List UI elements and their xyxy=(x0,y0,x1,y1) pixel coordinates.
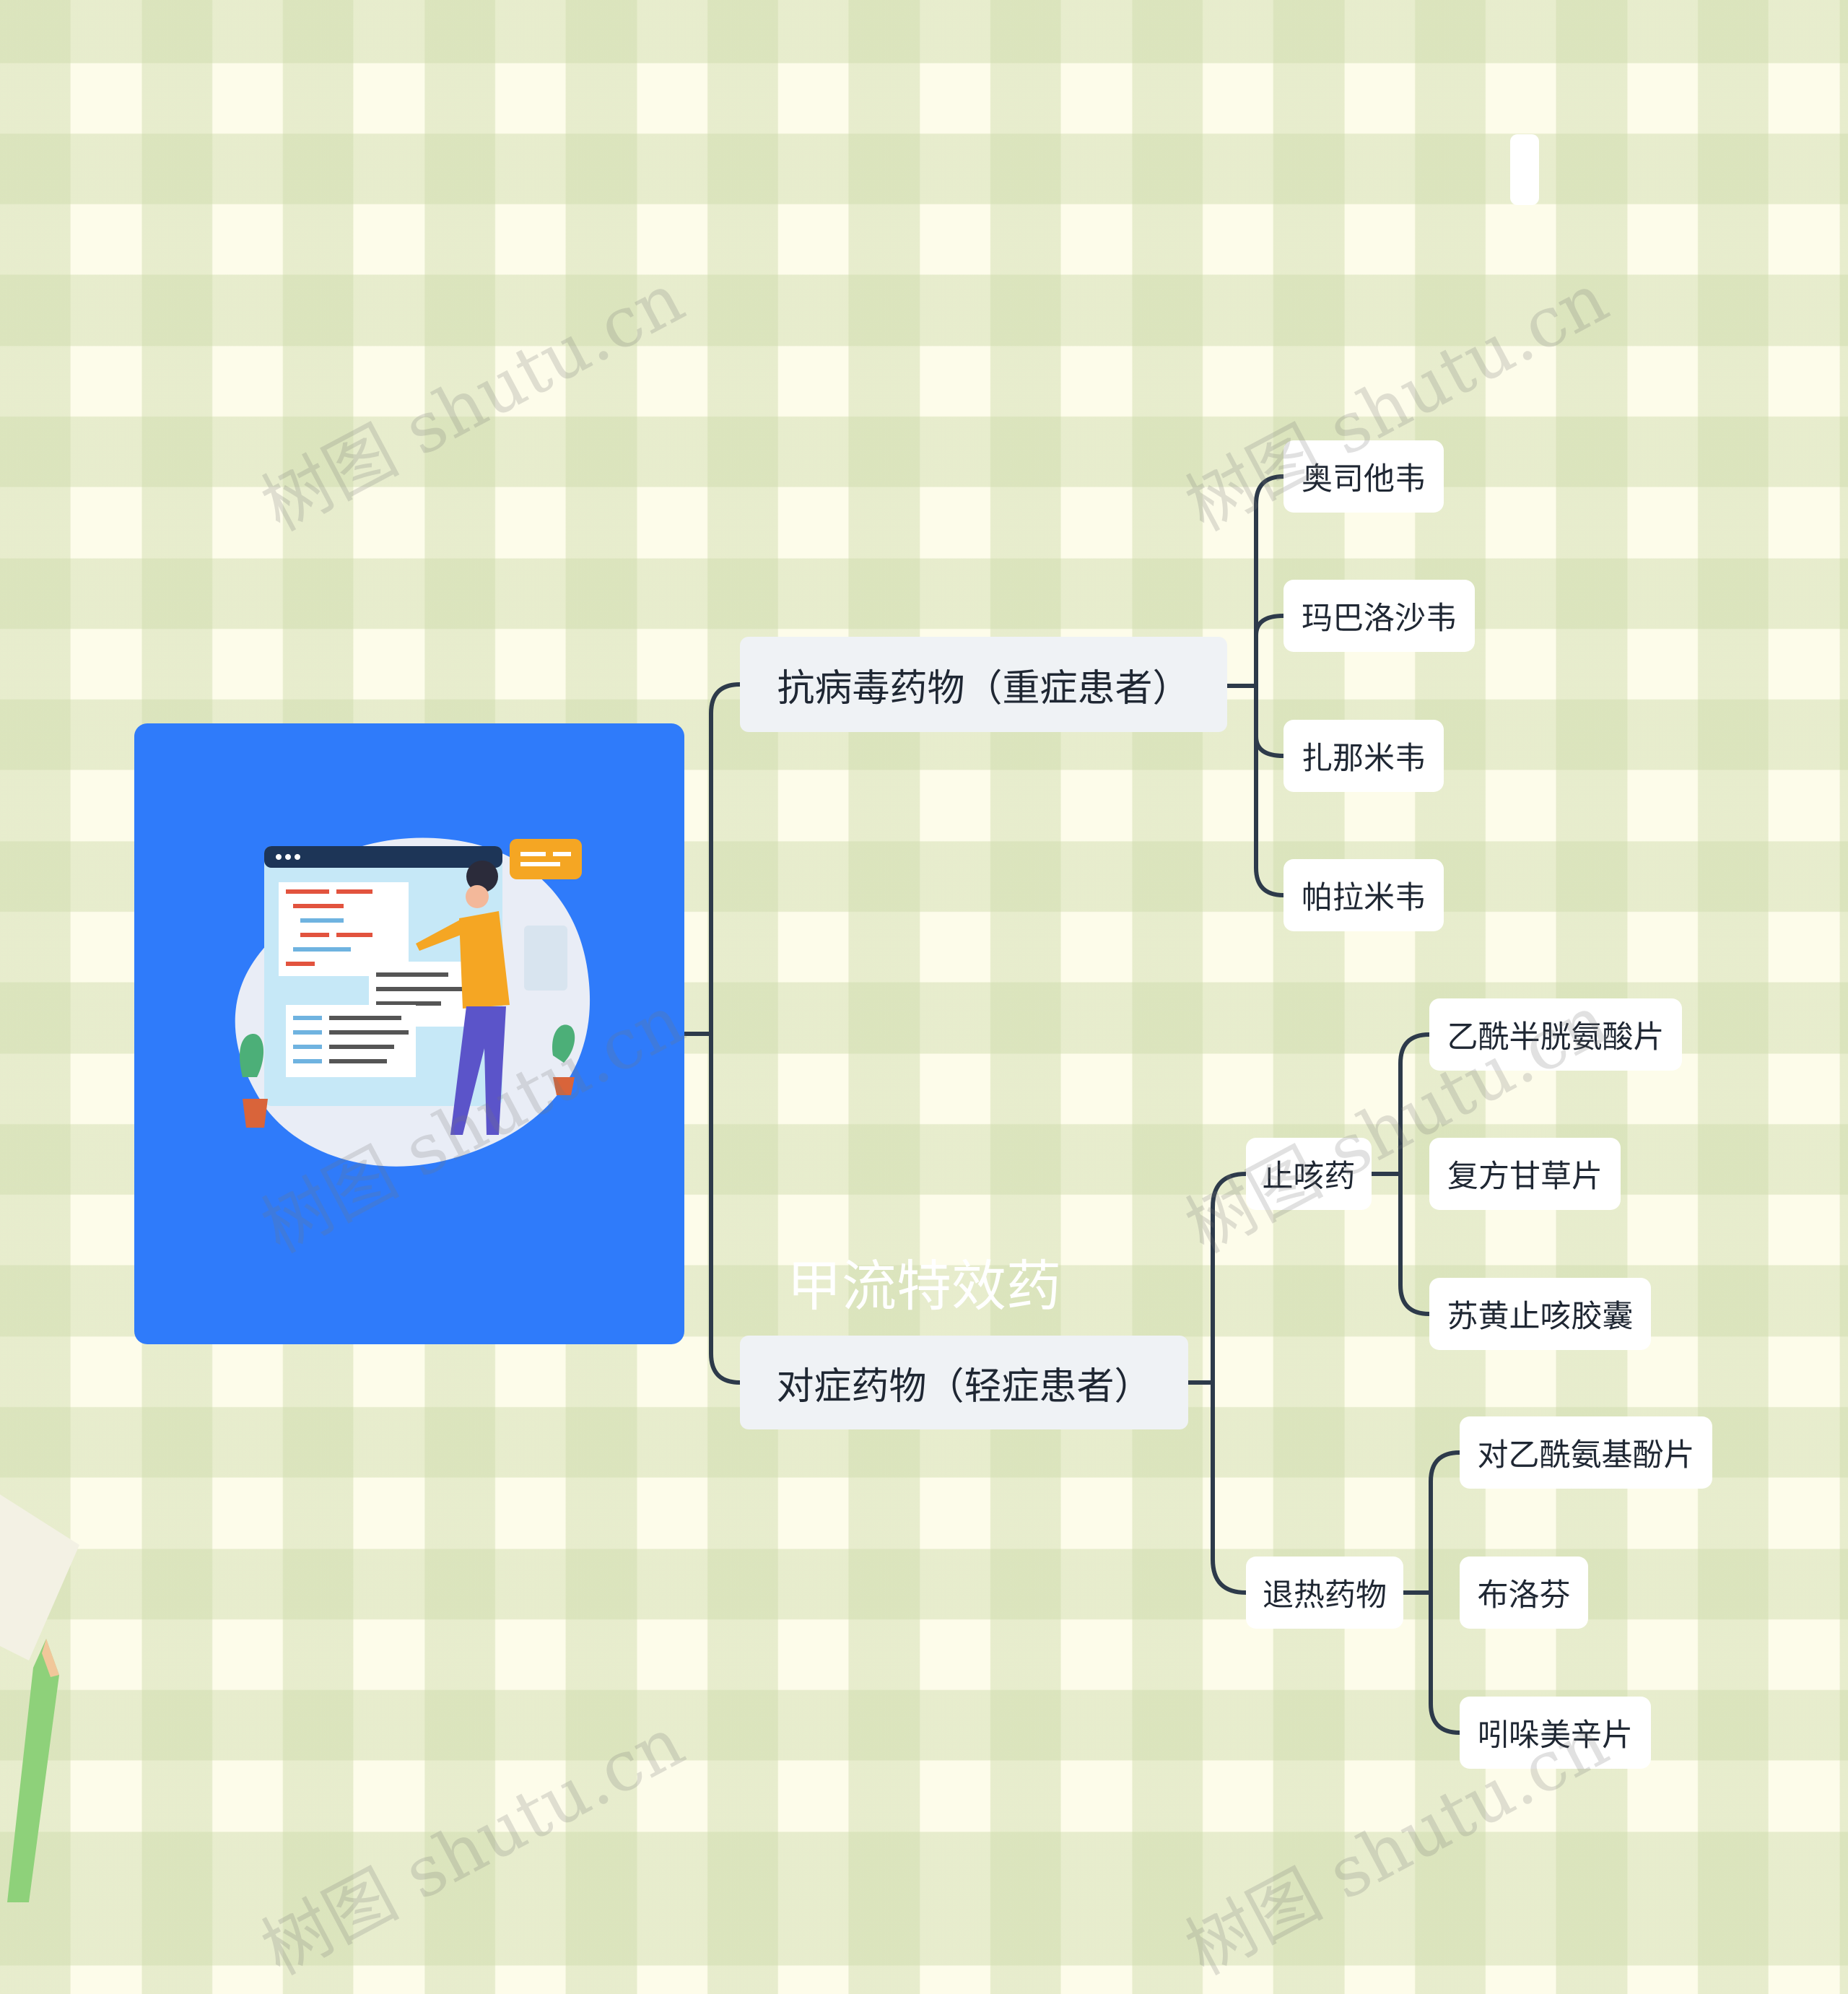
branch-symptomatic[interactable]: 对症药物（轻症患者） xyxy=(740,1336,1188,1429)
leaf-acetaminophen[interactable]: 对乙酰氨基酚片 xyxy=(1460,1416,1712,1489)
group-antitussive[interactable]: 止咳药 xyxy=(1246,1138,1372,1210)
branch-antiviral[interactable]: 抗病毒药物（重症患者） xyxy=(740,637,1227,732)
leaf-indomethacin[interactable]: 吲哚美辛片 xyxy=(1460,1697,1651,1769)
leaf-acetylcysteine[interactable]: 乙酰半胱氨酸片 xyxy=(1429,998,1682,1071)
connector-group-1-spine xyxy=(1398,1032,1431,1316)
leaf-compound-licorice[interactable]: 复方甘草片 xyxy=(1429,1138,1621,1210)
connector-leaf-3 xyxy=(1254,734,1286,758)
branch-antiviral-label: 抗病毒药物（重症患者） xyxy=(777,666,1190,710)
leaf-oseltamivir[interactable]: 奥司他韦 xyxy=(1283,440,1444,513)
leaf-zanamivir[interactable]: 扎那米韦 xyxy=(1283,720,1444,792)
connector-branch-1-spine xyxy=(1254,474,1286,897)
pencil-decoration xyxy=(0,1494,79,1902)
connector-group-2-spine xyxy=(1429,1450,1462,1735)
connector-lines xyxy=(682,474,1462,1735)
connector-root-spine xyxy=(709,682,742,1385)
person-presenting-illustration xyxy=(235,837,590,1167)
leaf-peramivir[interactable]: 帕拉米韦 xyxy=(1283,859,1444,931)
leaf-ibuprofen[interactable]: 布洛芬 xyxy=(1460,1557,1588,1629)
root-node[interactable] xyxy=(134,723,684,1344)
connector-branch-2-spine xyxy=(1211,1172,1248,1595)
group-antipyretic[interactable]: 退热药物 xyxy=(1246,1557,1403,1629)
leaf-baloxavir[interactable]: 玛巴洛沙韦 xyxy=(1283,580,1475,652)
branch-symptomatic-label: 对症药物（轻症患者） xyxy=(776,1364,1152,1409)
decorative-tag xyxy=(1510,134,1539,205)
leaf-suhuang-capsule[interactable]: 苏黄止咳胶囊 xyxy=(1429,1278,1651,1350)
connector-leaf-2 xyxy=(1254,614,1286,637)
